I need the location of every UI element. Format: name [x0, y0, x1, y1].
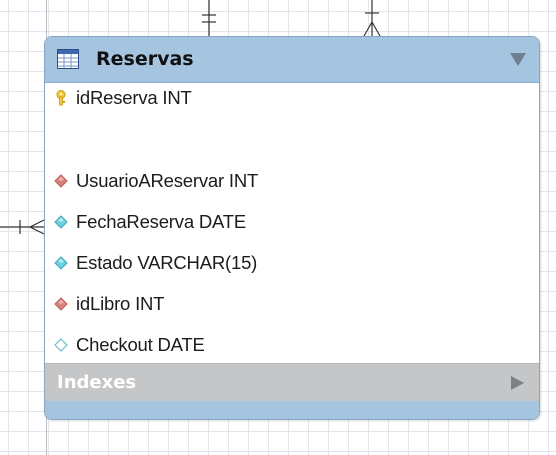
primary-key-icon [56, 90, 66, 106]
column-label: UsuarioAReservar INT [76, 170, 259, 191]
column-row-estado[interactable]: Estado VARCHAR(15) [45, 250, 539, 276]
foreign-key-diamond-icon [54, 174, 68, 188]
table-title: Reservas [96, 48, 194, 70]
nullable-diamond-icon [54, 338, 68, 352]
column-label: idReserva INT [76, 87, 192, 108]
relationship-line-left[interactable] [0, 219, 45, 235]
column-label: Estado VARCHAR(15) [76, 252, 258, 273]
relationship-line-top-1[interactable] [202, 0, 216, 36]
table-header[interactable]: Reservas [45, 37, 539, 83]
column-row-checkout[interactable]: Checkout DATE [45, 332, 539, 358]
column-label: Checkout DATE [76, 334, 205, 355]
not-null-diamond-icon [54, 215, 68, 229]
column-row-idlibro[interactable]: idLibro INT [45, 291, 539, 317]
foreign-key-diamond-icon [54, 297, 68, 311]
column-label: idLibro INT [76, 293, 165, 314]
column-row-idreserva[interactable]: idReserva INT [45, 85, 539, 111]
column-label: FechaReserva DATE [76, 211, 247, 232]
not-null-diamond-icon [54, 256, 68, 270]
column-row-fechareserva[interactable]: FechaReserva DATE [45, 209, 539, 235]
table-icon [57, 49, 79, 69]
relationship-line-top-2[interactable] [363, 0, 381, 37]
table-entity-reservas[interactable]: Reservas idReserva INT UsuarioAReservar … [44, 36, 540, 420]
collapse-arrow-icon[interactable] [510, 53, 526, 66]
indexes-section-toggle[interactable]: Indexes [45, 363, 539, 402]
expand-arrow-icon[interactable] [511, 376, 524, 390]
column-row-usuarioareservar[interactable]: UsuarioAReservar INT [45, 168, 539, 194]
indexes-label: Indexes [57, 372, 137, 393]
table-footer [45, 401, 539, 419]
